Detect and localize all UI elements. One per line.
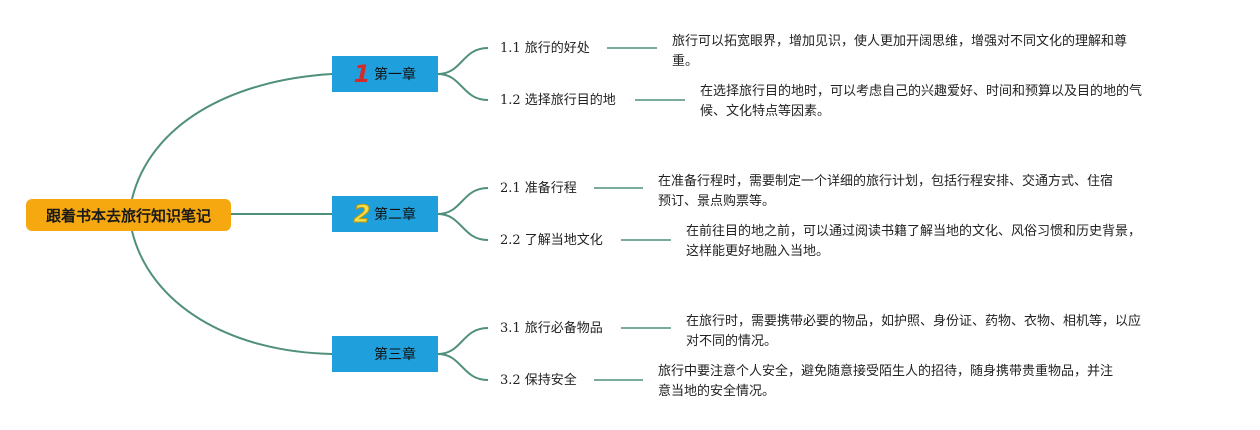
section-desc-1-1: 旅行可以拓宽眼界，增加见识，使人更加开阔思维，增强对不同文化的理解和尊 重。	[672, 32, 1127, 72]
connector-ch1-s2	[437, 73, 489, 101]
section-title-2-1[interactable]: 2.1 准备行程	[500, 181, 577, 196]
desc-line: 旅行中要注意个人安全，避免随意接受陌生人的招待，随身携带贵重物品，并注	[658, 364, 1114, 379]
connector-ch2-s2	[437, 213, 489, 241]
root-node[interactable]: 跟着书本去旅行知识笔记	[26, 199, 231, 231]
section-title-3-2[interactable]: 3.2 保持安全	[500, 373, 577, 388]
desc-line: 在选择旅行目的地时，可以考虑自己的兴趣爱好、时间和预算以及目的地的气	[700, 84, 1143, 99]
chapter-label-2: 第二章	[374, 207, 416, 223]
section-desc-3-2: 旅行中要注意个人安全，避免随意接受陌生人的招待，随身携带贵重物品，并注 意当地的…	[658, 362, 1113, 402]
desc-line: 预订、景点购票等。	[658, 194, 776, 209]
chapter-node-2[interactable]: 2 第二章	[332, 196, 438, 232]
desc-line: 重。	[672, 54, 699, 69]
section-title-3-1[interactable]: 3.1 旅行必备物品	[500, 321, 603, 336]
section-title-2-2[interactable]: 2.2 了解当地文化	[500, 233, 603, 248]
chapter-number-2-icon: 2	[353, 200, 371, 229]
root-label: 跟着书本去旅行知识笔记	[45, 206, 211, 225]
section-desc-2-1: 在准备行程时，需要制定一个详细的旅行计划，包括行程安排、交通方式、住宿 预订、景…	[658, 172, 1113, 212]
connector-ch1-s1	[437, 47, 489, 75]
chapter-node-1[interactable]: 1 第一章	[332, 56, 438, 92]
section-desc-3-1: 在旅行时，需要携带必要的物品，如护照、身份证、药物、衣物、相机等，以应 对不同的…	[686, 312, 1141, 352]
chapter-node-3[interactable]: 3 第三章	[332, 336, 438, 372]
section-desc-1-2: 在选择旅行目的地时，可以考虑自己的兴趣爱好、时间和预算以及目的地的气 候、文化特…	[700, 82, 1142, 122]
section-title-1-2[interactable]: 1.2 选择旅行目的地	[500, 93, 616, 108]
connector-root-chapter1	[131, 73, 333, 200]
section-desc-2-2: 在前往目的地之前，可以通过阅读书籍了解当地的文化、风俗习惯和历史背景， 这样能更…	[686, 222, 1141, 262]
desc-line: 对不同的情况。	[686, 334, 778, 349]
desc-line: 这样能更好地融入当地。	[686, 244, 830, 259]
connector-root-chapter3	[131, 230, 333, 355]
chapter-label-3: 第三章	[374, 347, 416, 363]
desc-line: 旅行可以拓宽眼界，增加见识，使人更加开阔思维，增强对不同文化的理解和尊	[672, 34, 1128, 49]
desc-line: 在准备行程时，需要制定一个详细的旅行计划，包括行程安排、交通方式、住宿	[658, 174, 1114, 189]
chapter-number-3-icon: 3	[353, 340, 371, 368]
desc-line: 意当地的安全情况。	[658, 384, 776, 399]
connector-ch3-s2	[437, 353, 489, 381]
desc-line: 候、文化特点等因素。	[700, 104, 831, 119]
connector-ch3-s1	[437, 327, 489, 355]
connector-ch2-s1	[437, 187, 489, 215]
desc-line: 在旅行时，需要携带必要的物品，如护照、身份证、药物、衣物、相机等，以应	[686, 314, 1142, 329]
chapter-number-1-icon: 1	[353, 60, 371, 88]
desc-line: 在前往目的地之前，可以通过阅读书籍了解当地的文化、风俗习惯和历史背景，	[686, 224, 1142, 239]
chapter-label-1: 第一章	[374, 67, 416, 83]
section-title-1-1[interactable]: 1.1 旅行的好处	[500, 41, 590, 56]
